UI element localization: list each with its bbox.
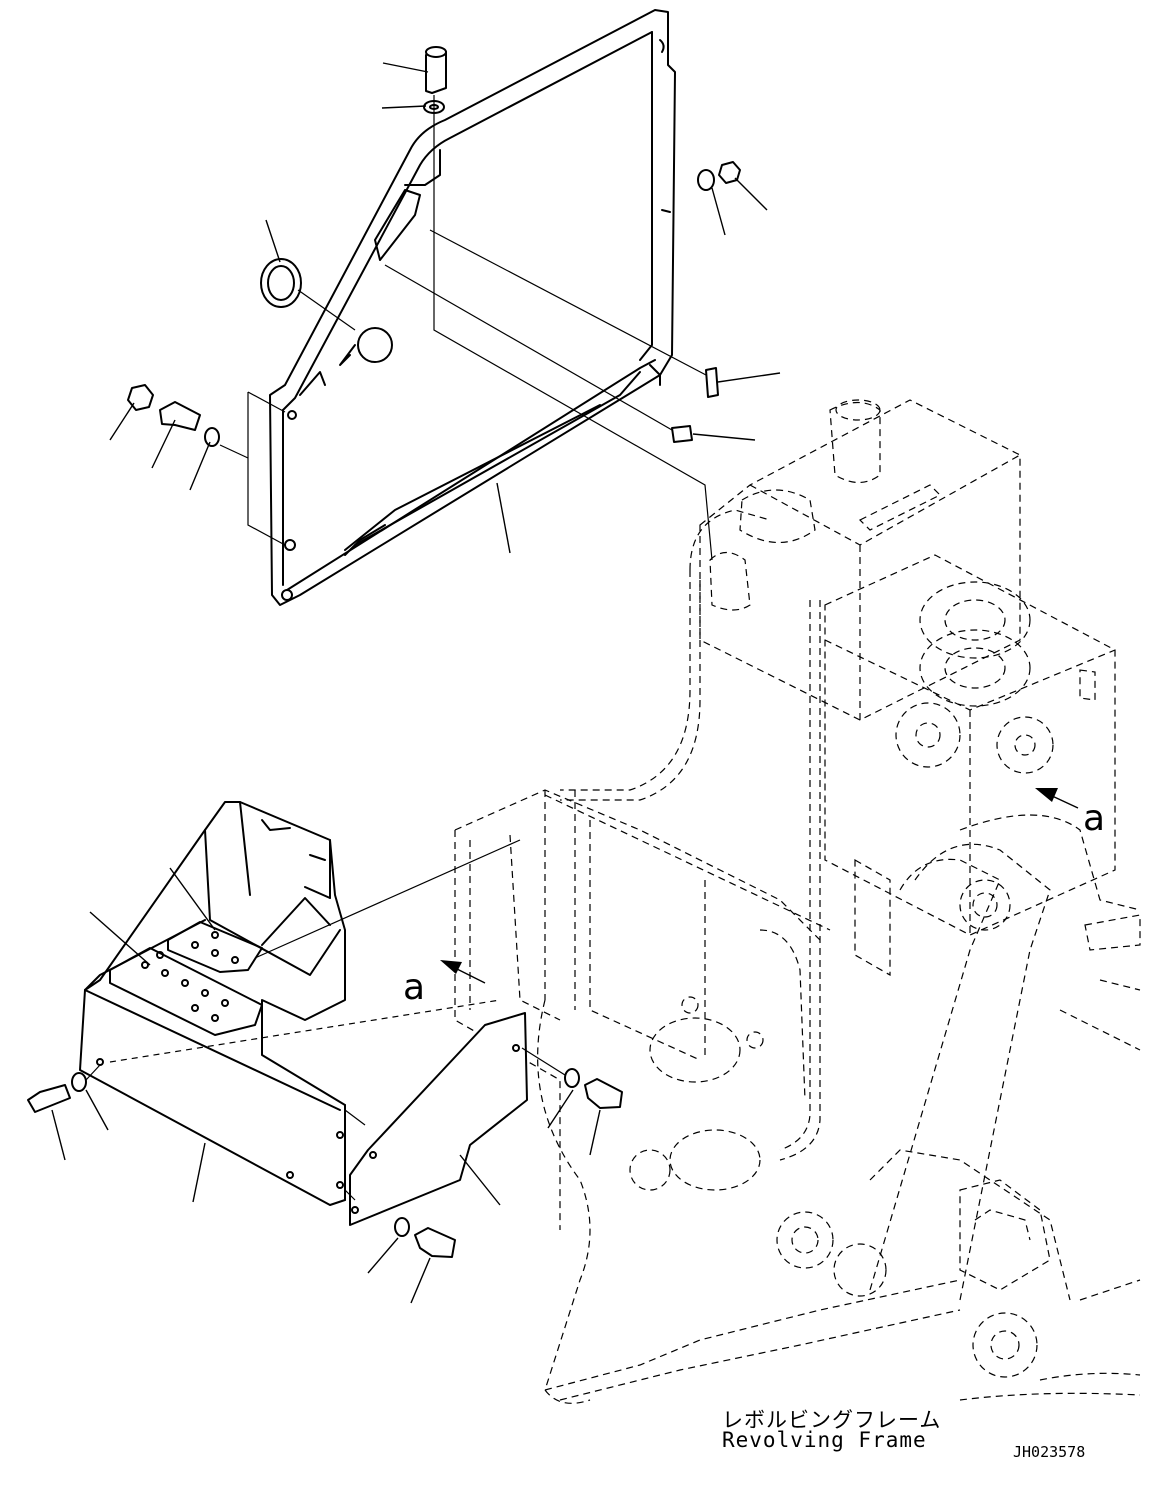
revolving-frame xyxy=(454,399,1141,1404)
door-hardware xyxy=(109,46,781,561)
view-arrow-right xyxy=(1035,788,1079,809)
revolving-frame-label-jp: レボルビングフレーム xyxy=(722,1408,942,1432)
side-plate xyxy=(344,960,623,1304)
revolving-frame-label-en: Revolving Frame xyxy=(722,1428,927,1452)
pad-holes xyxy=(141,931,239,1022)
step-cover xyxy=(27,801,521,1206)
view-marker-a-right: a xyxy=(1083,798,1106,839)
view-marker-a-left: a xyxy=(403,967,426,1008)
drawing-id: JH023578 xyxy=(1013,1443,1086,1461)
door-frame xyxy=(269,9,676,606)
